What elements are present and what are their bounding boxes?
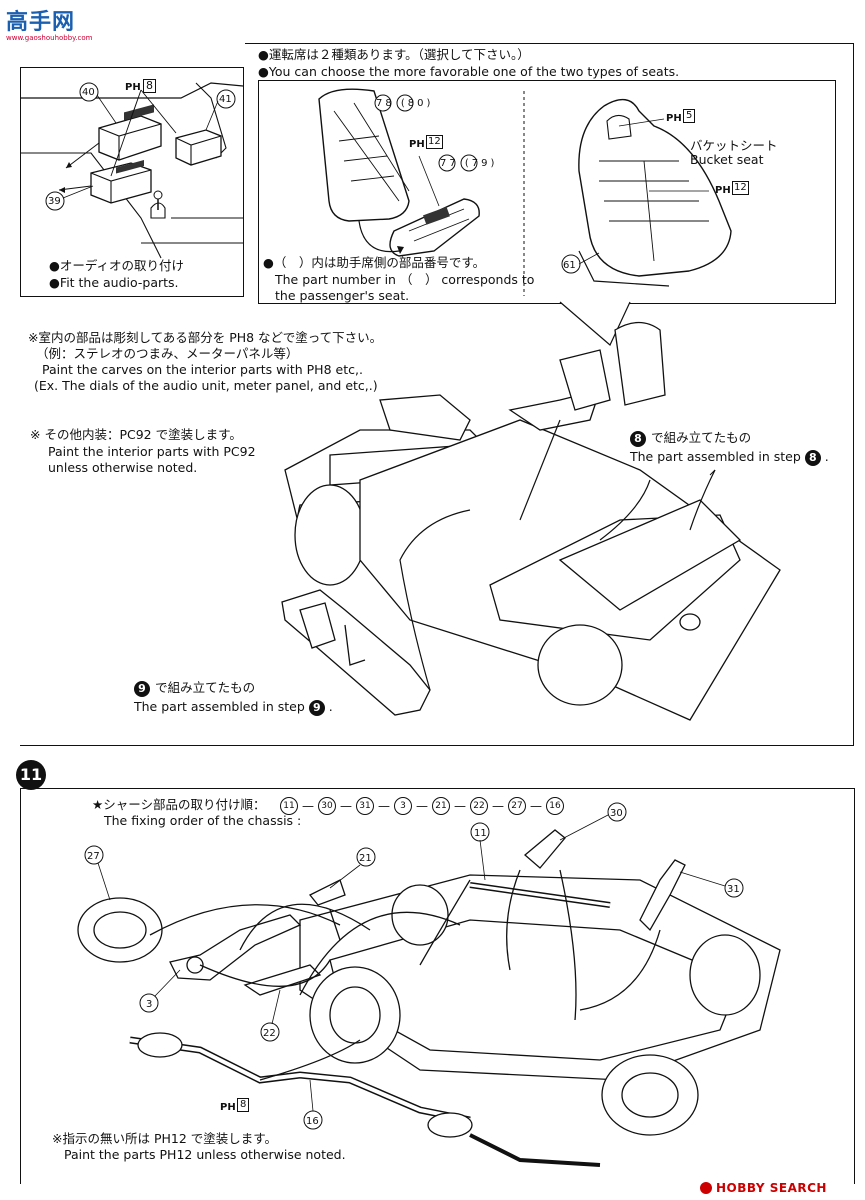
callout-30: 30: [610, 808, 623, 819]
watermark-text: 高手网: [6, 10, 76, 35]
left-seat-ph-label: PH: [409, 139, 425, 150]
order-item: 21: [432, 797, 450, 815]
step11-frame: [20, 788, 855, 1184]
callout-16: 16: [306, 1116, 319, 1127]
chassis-order-en: The fixing order of the chassis :: [104, 813, 302, 828]
hobbysearch-text: HOBBY SEARCH: [716, 1181, 827, 1195]
audio-illustration: [21, 82, 244, 259]
seat-note-jp: ●運転席は２種類あります。（選択して下さい。）: [258, 47, 530, 62]
order-item: 11: [280, 797, 298, 815]
seat-types-box: 78 (80) PH 12 77 (79) ●（ ）内は助手席側の部品番号です。…: [258, 80, 836, 304]
bucket-name-jp: バケットシート: [690, 138, 778, 153]
bucket-ph-top-label: PH: [666, 113, 682, 124]
audio-label-en: ●Fit the audio-parts.: [49, 275, 179, 290]
step9-jp: で組み立てたもの: [155, 680, 256, 695]
watermark-logo-top: 高手网 www.gaoshouhobby.com: [6, 4, 93, 42]
order-item: 30: [318, 797, 336, 815]
order-item: 31: [356, 797, 374, 815]
order-item: 3: [394, 797, 412, 815]
step9-reference: 9 で組み立てたもの The part assembled in step 9 …: [134, 680, 333, 716]
audio-parts-box: PH 8 40 41 39 ●オーディオの取り付け ●Fit the audio…: [20, 67, 244, 297]
seat-note-en: ●You can choose the more favorable one o…: [258, 64, 680, 79]
interior-note-3: Paint the carves on the interior parts w…: [42, 362, 363, 377]
step11-badge: 11: [16, 760, 46, 790]
step8-en: The part assembled in step: [630, 449, 801, 464]
step10-frame-top-line: [245, 43, 853, 44]
paren-note-jp: ●（ ）内は助手席側の部品番号です。: [263, 255, 486, 270]
hobbysearch-icon: [700, 1182, 712, 1194]
step10-frame: [20, 43, 854, 746]
audio-part-40: 40: [82, 87, 95, 98]
callout-22: 22: [263, 1028, 276, 1039]
paren-note-en1: The part number in （ ） corresponds to: [275, 272, 535, 287]
seat-illustration: [318, 88, 732, 296]
watermark-subtext: www.gaoshouhobby.com: [6, 34, 93, 42]
audio-ph-num: 8: [143, 79, 156, 93]
step11-ph-num: 8: [237, 1098, 250, 1112]
interior-note-1: ※室内の部品は彫刻してある部分を PH8 などで塗って下さい。: [28, 330, 383, 345]
step9-badge-en: 9: [308, 700, 325, 716]
order-item: 16: [546, 797, 564, 815]
step8-jp: で組み立てたもの: [651, 430, 752, 445]
audio-label-jp: ●オーディオの取り付け: [49, 258, 185, 273]
audio-part-39: 39: [48, 196, 61, 207]
other-interior-en2: unless otherwise noted.: [48, 460, 198, 475]
bucket-part-61: 61: [563, 260, 576, 271]
interior-note-4: (Ex. The dials of the audio unit, meter …: [34, 378, 378, 393]
callout-3: 3: [146, 999, 153, 1010]
bucket-name-en: Bucket seat: [690, 152, 764, 167]
step9-badge: 9: [134, 681, 150, 697]
step8-reference: 8 で組み立てたもの The part assembled in step 8 …: [630, 430, 829, 466]
watermark-logo-bottom: HOBBY SEARCH: [700, 1181, 827, 1195]
callout-31: 31: [727, 884, 740, 895]
step11-footer-en: Paint the parts PH12 unless otherwise no…: [64, 1147, 346, 1162]
chassis-order-label: ★シャーシ部品の取り付け順：: [92, 797, 266, 812]
callout-27: 27: [87, 851, 100, 862]
callout-21: 21: [359, 853, 372, 864]
step8-badge: 8: [630, 431, 646, 447]
left-seat-ph-num: 12: [426, 135, 443, 149]
left-seat-back-parts: 78 (80): [376, 98, 434, 109]
other-interior-en1: Paint the interior parts with PC92: [48, 444, 256, 459]
callout-11: 11: [474, 828, 487, 839]
step9-en: The part assembled in step: [134, 699, 305, 714]
order-item: 27: [508, 797, 526, 815]
step11-footer-jp: ※指示の無い所は PH12 で塗装します。: [52, 1131, 278, 1146]
other-interior-jp: ※ その他内装：PC92 で塗装します。: [30, 427, 242, 442]
bucket-ph-mid-label: PH: [715, 185, 731, 196]
audio-ph-label: PH: [125, 82, 141, 93]
audio-part-41: 41: [219, 94, 232, 105]
chassis-order-list: 11— 30— 31— 3— 21— 22— 27— 16: [280, 797, 564, 815]
interior-note-2: （例：ステレオのつまみ、メーターパネル等）: [36, 346, 299, 361]
order-item: 22: [470, 797, 488, 815]
step8-badge-en: 8: [804, 450, 821, 466]
step11-ph-label: PH: [220, 1102, 236, 1113]
bucket-ph-mid-num: 12: [732, 181, 749, 195]
left-seat-cushion-parts: 77 (79): [440, 158, 498, 169]
bucket-ph-top-num: 5: [683, 109, 696, 123]
paren-note-en2: the passenger's seat.: [275, 288, 410, 303]
